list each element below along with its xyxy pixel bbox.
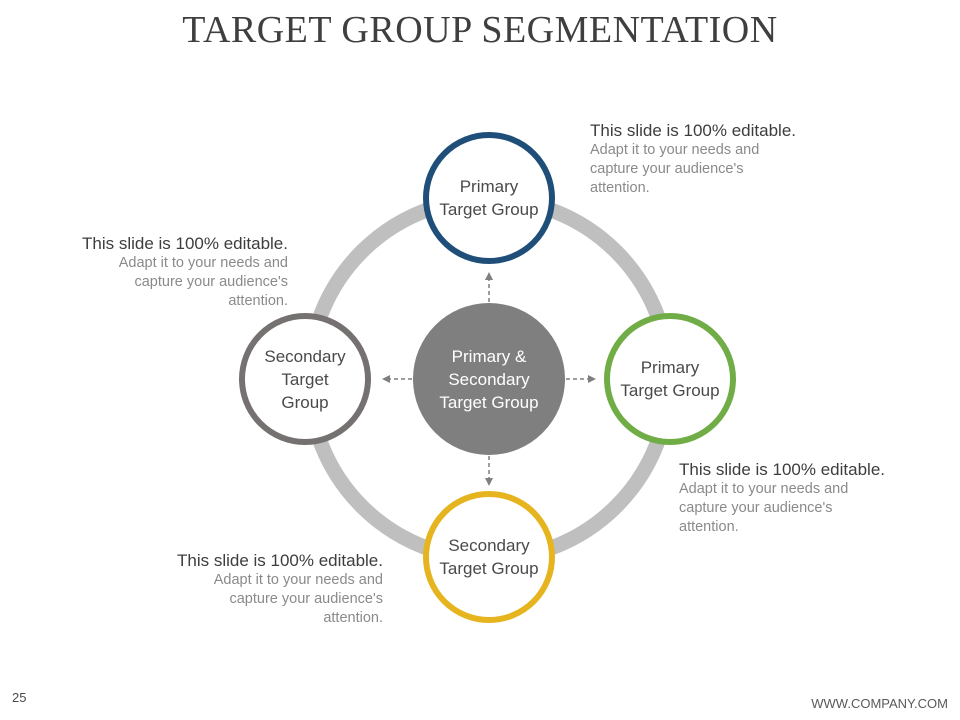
node-circle-bottom bbox=[423, 491, 555, 623]
footer-url: WWW.COMPANY.COM bbox=[811, 696, 948, 711]
node-circle-left bbox=[239, 313, 371, 445]
note-heading: This slide is 100% editable. bbox=[81, 234, 288, 253]
note-bottom-left: This slide is 100% editable. Adapt it to… bbox=[123, 550, 383, 628]
note-body: Adapt it to your needs and capture your … bbox=[118, 255, 288, 309]
arrowhead-up bbox=[485, 272, 493, 280]
page-number: 25 bbox=[12, 690, 27, 705]
node-circle-top bbox=[423, 132, 555, 264]
slide-title: TARGET GROUP SEGMENTATION bbox=[182, 9, 778, 51]
note-body: Adapt it to your needs and capture your … bbox=[590, 142, 760, 196]
node-label-right: Primary Target Group bbox=[620, 358, 720, 400]
note-body: Adapt it to your needs and capture your … bbox=[213, 572, 383, 626]
node-circle-right bbox=[604, 313, 736, 445]
note-heading: This slide is 100% editable. bbox=[176, 551, 383, 570]
note-bottom-right: This slide is 100% editable. Adapt it to… bbox=[679, 459, 939, 537]
arrowhead-right bbox=[588, 375, 596, 383]
arrowhead-left bbox=[382, 375, 390, 383]
node-label-top: Primary Target Group bbox=[439, 177, 539, 219]
note-body: Adapt it to your needs and capture your … bbox=[679, 481, 849, 535]
arrowhead-down bbox=[485, 478, 493, 486]
note-top-right: This slide is 100% editable. Adapt it to… bbox=[590, 120, 850, 198]
center-label: Primary & Secondary Target Group bbox=[439, 346, 539, 412]
node-label-bottom: Secondary Target Group bbox=[439, 536, 539, 578]
node-label-left: Secondary Target Group bbox=[264, 346, 346, 412]
note-heading: This slide is 100% editable. bbox=[679, 460, 886, 479]
note-heading: This slide is 100% editable. bbox=[590, 121, 797, 140]
center-circle bbox=[413, 303, 565, 455]
note-top-left: This slide is 100% editable. Adapt it to… bbox=[28, 233, 288, 311]
